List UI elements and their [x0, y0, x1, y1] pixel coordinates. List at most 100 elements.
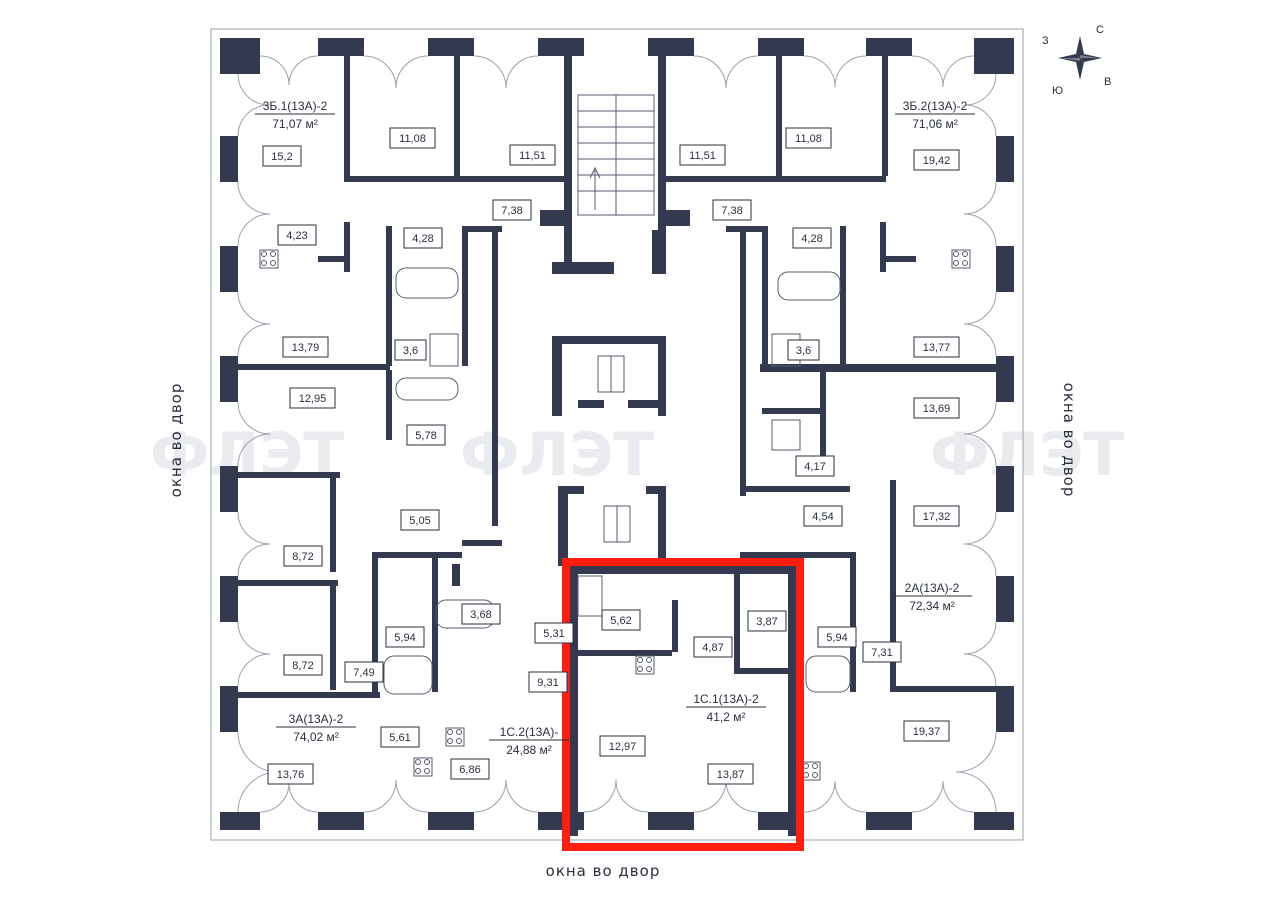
window-swing	[259, 55, 290, 86]
apartment-label-1c1: 1С.1(13А)-241,2 м²	[686, 692, 766, 724]
wall	[996, 136, 1014, 182]
wall	[462, 540, 502, 546]
walls	[220, 38, 1014, 836]
window-swing	[963, 433, 997, 467]
stove-icon	[445, 727, 465, 747]
wall	[646, 486, 666, 494]
window-swing	[237, 621, 271, 655]
room-area-label: 19,42	[913, 149, 960, 171]
wall	[882, 56, 888, 176]
wall	[666, 210, 690, 226]
room-area-label: 13,76	[267, 763, 314, 785]
room-area-label: 8,72	[283, 545, 323, 567]
wall	[558, 486, 568, 566]
room-area-value: 7,38	[501, 205, 522, 217]
room-area-value: 5,94	[394, 632, 415, 644]
wall	[890, 686, 1010, 692]
room-area-label: 3,87	[747, 610, 787, 632]
wall	[432, 552, 436, 558]
wall	[760, 364, 1000, 372]
window-swing	[288, 782, 319, 813]
apartment-label-3b2: 3Б.2(13А)-271,06 м²	[895, 99, 975, 131]
room-area-label: 11,08	[389, 127, 436, 149]
compass-west: З	[1042, 35, 1049, 47]
room-area-label: 5,61	[380, 726, 420, 748]
wall	[726, 226, 768, 232]
wall	[762, 226, 768, 366]
room-area-value: 6,86	[459, 764, 480, 776]
room-area-label: 12,95	[289, 387, 336, 409]
wall	[648, 38, 694, 56]
stove-icon	[951, 249, 971, 269]
wall	[538, 38, 584, 56]
apartment-label-2a: 2А(13А)-272,34 м²	[892, 581, 972, 613]
wall	[220, 576, 238, 622]
room-area-label: 9,31	[528, 671, 568, 693]
room-area-value: 5,62	[610, 615, 631, 627]
wall	[220, 356, 238, 402]
stove-icon	[801, 761, 821, 781]
apartment-label-1c2: 1С.2(13А)-24,88 м²	[489, 725, 569, 757]
wall	[758, 38, 804, 56]
wall	[788, 566, 796, 836]
wall	[648, 812, 694, 830]
wall	[344, 176, 564, 182]
room-area-value: 13,69	[923, 403, 951, 415]
wall	[344, 56, 350, 176]
wall	[552, 262, 614, 274]
side-label-left: окна во двор	[167, 383, 185, 498]
wall	[628, 400, 666, 408]
stairs	[577, 94, 655, 216]
stove-icon	[259, 249, 279, 269]
wall	[452, 564, 460, 586]
room-area-label: 11,08	[785, 127, 832, 149]
wall	[996, 576, 1014, 622]
wall	[578, 400, 604, 408]
wall	[658, 336, 666, 416]
window-swing	[834, 55, 867, 88]
wall	[570, 566, 578, 836]
window-swing	[237, 181, 271, 215]
wall	[454, 56, 460, 176]
room-area-label: 5,94	[385, 626, 425, 648]
wall	[428, 812, 474, 830]
apartment-area: 74,02 м²	[293, 730, 339, 744]
wall	[230, 364, 390, 370]
room-area-value: 12,97	[609, 741, 637, 753]
room-area-label: 4,54	[803, 505, 843, 527]
window-swing	[963, 401, 997, 435]
wall	[740, 226, 746, 496]
room-area-value: 13,76	[277, 769, 305, 781]
window-swing	[963, 291, 997, 325]
room-area-value: 11,51	[519, 150, 546, 162]
window-swing	[505, 779, 539, 813]
side-label-right: окна во двор	[1060, 383, 1078, 498]
room-area-value: 4,28	[412, 233, 433, 245]
window-swing	[237, 213, 271, 247]
wall	[762, 408, 822, 414]
room-area-label: 3,6	[787, 339, 820, 361]
wall	[570, 650, 672, 656]
room-area-value: 4,87	[702, 642, 723, 654]
room-area-label: 15,2	[262, 145, 302, 167]
room-area-label: 13,77	[913, 336, 960, 358]
wall	[996, 686, 1014, 732]
wall	[974, 38, 1014, 74]
window-swing	[237, 73, 270, 106]
room-area-label: 5,78	[406, 424, 446, 446]
wall	[386, 226, 392, 366]
wall	[666, 176, 886, 182]
room-area-value: 5,78	[415, 430, 436, 442]
wall	[840, 226, 846, 366]
apartment-label-3a: 3А(13А)-274,02 м²	[276, 712, 356, 744]
stove-icon	[413, 757, 433, 777]
side-label-bottom: окна во двор	[546, 862, 661, 880]
window-swing	[963, 621, 997, 655]
window-swing	[725, 779, 759, 813]
room-area-label: 5,05	[400, 509, 440, 531]
room-area-value: 8,72	[292, 660, 313, 672]
wall	[318, 38, 364, 56]
bathtub	[805, 655, 851, 693]
room-area-value: 4,28	[801, 233, 822, 245]
